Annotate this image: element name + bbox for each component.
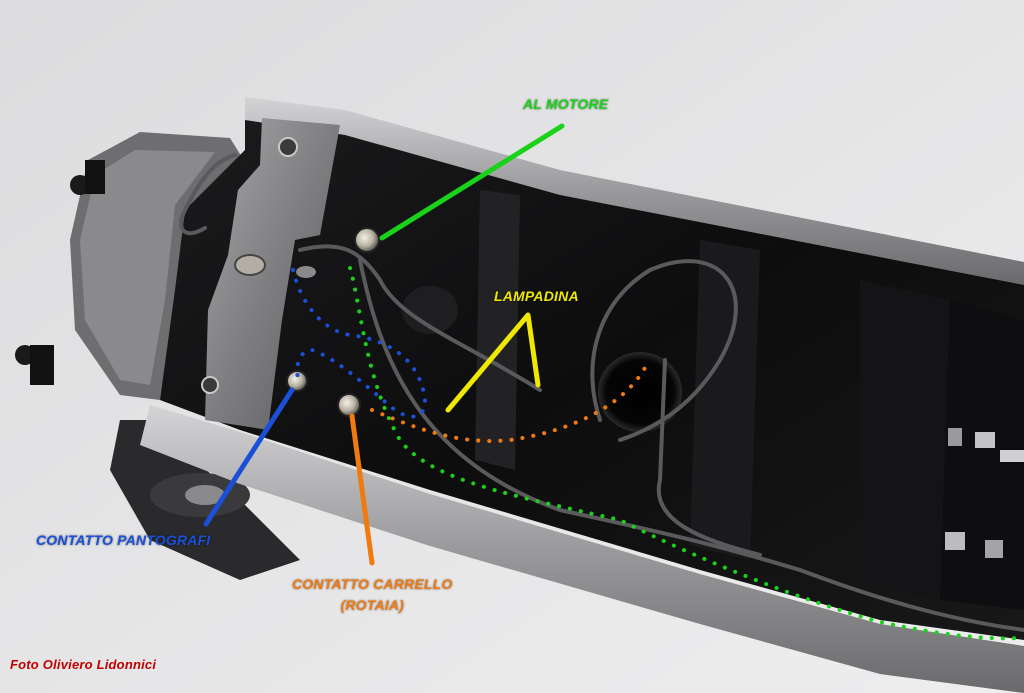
cab-nose-face <box>80 150 215 385</box>
plastic-lump <box>402 286 458 334</box>
pantograph-wire-trace <box>291 268 428 419</box>
label-bogie: CONTATTO CARRELLO (ROTAIA) <box>292 574 453 616</box>
screw-top <box>278 137 298 157</box>
solder-tab <box>234 254 266 276</box>
coupler-top <box>85 160 105 194</box>
bogie-pointer <box>349 413 375 566</box>
label-motor: AL MOTORE <box>523 96 609 112</box>
wire-lamp-loop <box>590 259 738 442</box>
metal-end-plate <box>205 118 340 430</box>
motor-terminal-stud <box>354 227 380 253</box>
contact-tab-5 <box>1000 450 1024 462</box>
label-lamp: LAMPADINA <box>494 288 579 304</box>
wire-cab <box>179 153 237 236</box>
lamp-pointer <box>445 312 541 413</box>
label-bogie-line1: CONTATTO CARRELLO <box>292 576 453 592</box>
motor-wire-trace <box>348 266 1022 641</box>
photo-credit: Foto Oliviero Lidonnici <box>10 657 157 672</box>
wire-terminal <box>296 266 316 278</box>
label-pantograph: CONTATTO PANTOGRAFI <box>36 532 211 548</box>
screw-bottom <box>201 376 219 394</box>
contact-tab-1 <box>948 428 962 446</box>
label-bogie-line2: (ROTAIA) <box>340 597 405 613</box>
bogie-terminal-stud <box>337 393 361 417</box>
bogie-gear <box>185 485 225 505</box>
partition-1 <box>475 190 520 470</box>
pantograph-pointer <box>203 387 295 527</box>
wire-motor <box>298 244 542 392</box>
pantograph-terminal-stud <box>286 370 308 392</box>
lamp-hole <box>598 352 682 432</box>
contact-tab-4 <box>985 540 1003 558</box>
shell-top-rim <box>245 97 1024 285</box>
bogie-wire-trace <box>370 360 650 443</box>
partition-2 <box>690 240 760 560</box>
partition-3 <box>860 280 950 600</box>
wire-lamp-feed <box>656 358 762 557</box>
contact-tab-2 <box>975 432 995 448</box>
contact-tab-3 <box>945 532 965 550</box>
motor-pointer <box>379 123 565 241</box>
coupler-bottom <box>30 345 54 385</box>
wire-long <box>358 258 1024 632</box>
